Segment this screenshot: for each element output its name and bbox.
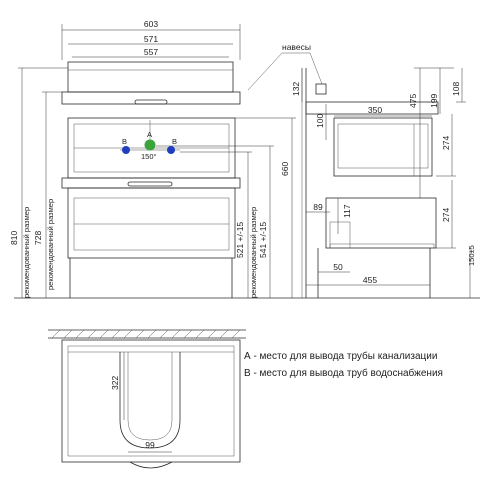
dim-height-728-note: рекомендованный размер [46, 199, 55, 290]
dim-height-521: 521 +/-15 [235, 222, 245, 258]
dim-274-lower: 274 [441, 208, 451, 222]
front-view: 603 571 557 B A B [9, 19, 480, 299]
dim-475: 475 [408, 94, 418, 108]
legend-line-a: А - место для вывода трубы канализации [244, 350, 437, 362]
sewer-outlet-marker [144, 139, 156, 151]
dim-height-541: 541 +/-15 [258, 222, 268, 258]
hinges-label: навесы [282, 42, 311, 52]
dim-455: 455 [363, 275, 377, 285]
dim-274-upper: 274 [441, 136, 451, 150]
dim-132: 132 [291, 82, 301, 96]
dim-height-521-541-note: рекомендованный размер [249, 207, 258, 298]
dim-322: 322 [110, 376, 120, 390]
dim-width-total: 603 [144, 19, 158, 29]
dim-100: 100 [315, 114, 325, 128]
side-view: навесы 132 100 475 199 108 3 [247, 42, 476, 298]
dim-99: 99 [145, 440, 155, 450]
dim-89: 89 [313, 202, 323, 212]
dim-50: 50 [333, 262, 343, 272]
dim-height-total-note: рекомендованный размер [22, 207, 31, 298]
marker-b-right-label: B [172, 137, 177, 146]
dim-108: 108 [451, 82, 461, 96]
marker-b-left-label: B [122, 137, 127, 146]
dim-height-728: 728 [33, 231, 43, 245]
dim-199: 199 [429, 94, 439, 108]
dim-350: 350 [368, 105, 382, 115]
marker-a-label: A [147, 130, 152, 139]
legend: А - место для вывода трубы канализации В… [244, 350, 443, 379]
dim-height-660: 660 [280, 162, 290, 176]
plan-view: 322 99 [48, 329, 246, 469]
dim-150: 150±5 [467, 245, 476, 266]
dim-height-total: 810 [9, 231, 19, 245]
dim-width-drawer: 557 [144, 47, 158, 57]
dim-117: 117 [342, 204, 352, 218]
dim-width-inner: 571 [144, 34, 158, 44]
water-outlet-right-marker [167, 146, 175, 154]
legend-line-b: В - место для вывода труб водоснабжения [244, 367, 443, 379]
dim-angle: 150° [141, 152, 157, 161]
water-outlet-left-marker [122, 146, 130, 154]
